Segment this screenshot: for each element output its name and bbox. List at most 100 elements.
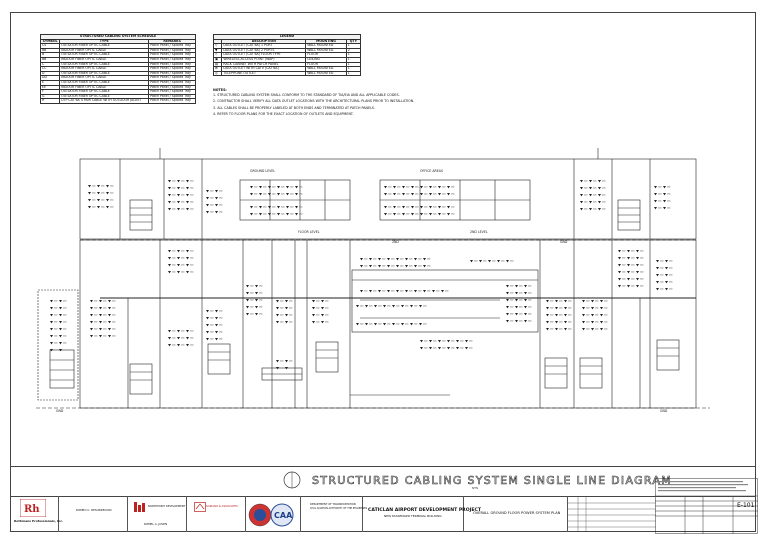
outlet-tag (112, 314, 116, 316)
data-outlet-icon (598, 208, 601, 211)
outlet-tag (406, 186, 410, 188)
outlet-tag (660, 274, 664, 276)
outlet-tag (387, 305, 391, 307)
outlet-tag (110, 199, 114, 201)
outlet-tag (433, 213, 437, 215)
data-outlet-icon (277, 206, 280, 209)
outlet-tag (325, 300, 329, 302)
data-outlet-icon (255, 299, 258, 302)
data-outlet-icon (524, 292, 527, 295)
data-outlet-icon (246, 299, 249, 302)
data-outlet-icon (186, 194, 189, 197)
data-outlet-icon (369, 290, 372, 293)
data-outlet-icon (546, 321, 549, 324)
outlet-tag (92, 199, 96, 201)
outlet-tag (528, 292, 532, 294)
data-outlet-icon (636, 250, 639, 253)
outlet-tag (528, 306, 532, 308)
outlet-tag (474, 260, 478, 262)
data-outlet-icon (99, 300, 102, 303)
outlet-tag (388, 206, 392, 208)
outlet-tag (94, 314, 98, 316)
title-band (10, 466, 756, 496)
outlet-tag (391, 290, 395, 292)
data-outlet-icon (438, 340, 441, 343)
outlet-tag (101, 206, 105, 208)
outlet-tag (210, 338, 214, 340)
data-outlet-icon (414, 258, 417, 261)
data-outlet-icon (186, 337, 189, 340)
outlet-tag (559, 314, 563, 316)
data-outlet-icon (665, 281, 668, 284)
data-outlet-icon (321, 321, 324, 324)
data-outlet-icon (663, 207, 666, 210)
outlet-tag (528, 299, 532, 301)
level-tag-2nd: 2ND (392, 240, 399, 244)
data-outlet-icon (420, 206, 423, 209)
data-outlet-icon (50, 328, 53, 331)
outlet-tag (112, 300, 116, 302)
data-outlet-icon (206, 317, 209, 320)
data-outlet-icon (90, 307, 93, 310)
outlet-tag (427, 258, 431, 260)
outlet-tag (427, 265, 431, 267)
data-outlet-icon (186, 201, 189, 204)
table-cell: Patch Panel / Spliced Tray (148, 98, 196, 104)
data-outlet-icon (524, 313, 527, 316)
data-outlet-icon (106, 192, 109, 195)
svg-text:Rh: Rh (24, 504, 40, 515)
outlet-tag (63, 300, 67, 302)
data-outlet-icon (321, 314, 324, 317)
data-outlet-icon (438, 206, 441, 209)
level-tag-gnd: GND (560, 240, 568, 244)
outlet-tag (110, 192, 114, 194)
outlet-tag (510, 313, 514, 315)
data-outlet-icon (276, 360, 279, 363)
outlet-tag (364, 265, 368, 267)
cabling-schedule-table: STRUCTURED CABLING SYSTEM SCHEDULE SYMBO… (39, 34, 196, 104)
data-outlet-icon (186, 257, 189, 260)
data-outlet-icon (447, 340, 450, 343)
data-outlet-icon (402, 186, 405, 189)
outlet-tag (510, 260, 514, 262)
project-subtitle: NEW PASSENGER TERMINAL BUILDING (384, 514, 442, 518)
data-outlet-icon (506, 320, 509, 323)
data-outlet-icon (206, 204, 209, 207)
outlet-tag (360, 323, 364, 325)
outlet-tag (190, 271, 194, 273)
outlet-tag (584, 208, 588, 210)
consultant-name-2: ROMEL A. JOVEN (144, 522, 168, 526)
data-outlet-icon (250, 206, 253, 209)
data-outlet-icon (600, 314, 603, 317)
outlet-tag (254, 193, 258, 195)
outlet-tag (568, 321, 572, 323)
outlet-tag (92, 192, 96, 194)
drawing-title: STRUCTURED CABLING SYSTEM SINGLE LINE DI… (312, 474, 673, 488)
outlet-tag (492, 260, 496, 262)
drawing-scale: NTS (472, 486, 478, 490)
data-outlet-icon (589, 201, 592, 204)
outlet-tag (210, 324, 214, 326)
project-title: CATICLAN AIRPORT DEVELOPMENT PROJECT (368, 508, 481, 513)
outlet-tag (373, 290, 377, 292)
data-outlet-icon (506, 285, 509, 288)
outlet-tag (604, 328, 608, 330)
outlet-tag (660, 260, 664, 262)
outlet-tag (272, 206, 276, 208)
data-outlet-icon (59, 307, 62, 310)
data-outlet-icon (285, 314, 288, 317)
data-outlet-icon (515, 299, 518, 302)
outlet-tag (519, 306, 523, 308)
outlet-tag (550, 321, 554, 323)
outlet-tag (382, 290, 386, 292)
outlet-symbols (50, 180, 673, 370)
data-outlet-icon (582, 314, 585, 317)
outlet-tag (586, 314, 590, 316)
data-outlet-icon (564, 314, 567, 317)
consultant-name-1: ROMEO C. RESURRECION (76, 508, 112, 512)
data-outlet-icon (356, 323, 359, 326)
outlet-tag (259, 313, 263, 315)
rack-cabinets-lower (49, 339, 680, 395)
outlet-tag (210, 211, 214, 213)
